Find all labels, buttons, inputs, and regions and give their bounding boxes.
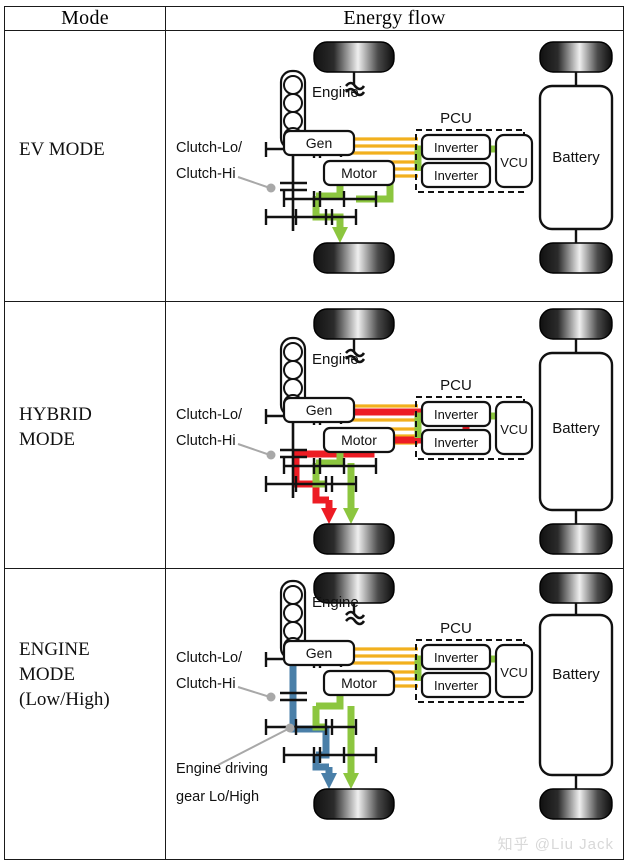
battery-box xyxy=(538,613,614,777)
pcu-label: PCU xyxy=(440,377,472,394)
mode-label-engine: ENGINE MODE (Low/High) xyxy=(19,639,110,710)
clutch-leader-dot xyxy=(266,450,276,460)
column-header-energy-flow: Energy flow xyxy=(165,6,624,31)
battery-box xyxy=(538,84,614,231)
motor-box xyxy=(322,669,396,697)
vcu-box xyxy=(494,643,534,699)
diagram-ev: Engine xyxy=(166,31,624,301)
column-header-mode: Mode xyxy=(4,6,166,31)
engine-label: Engine xyxy=(312,351,359,368)
clutch-leader-dot xyxy=(266,183,276,193)
mode-label-hybrid: HYBRID MODE xyxy=(19,404,92,450)
inverter-1-label: Inverter xyxy=(434,650,479,665)
gear-leader-dot xyxy=(285,723,295,733)
diagram-engine: Engine xyxy=(166,569,624,859)
vcu-box xyxy=(494,400,534,456)
vcu-label: VCU xyxy=(500,422,527,437)
motor-label: Motor xyxy=(341,432,377,448)
clutch-label-hybrid: Clutch-Lo/ Clutch-Hi xyxy=(176,407,243,449)
ev-diagram-svg: Engine xyxy=(237,41,614,274)
generator-label: Gen xyxy=(306,135,332,151)
inverter-1-box xyxy=(420,643,492,671)
battery-label: Battery xyxy=(552,420,600,437)
tire-front-left xyxy=(313,308,395,364)
clutch-label-engine: Clutch-Lo/ Clutch-Hi xyxy=(176,650,243,692)
pcu-label: PCU xyxy=(440,110,472,127)
tire-front-right xyxy=(539,572,613,604)
mode-cell-ev: EV MODE xyxy=(4,30,166,302)
vcu-box xyxy=(494,133,534,189)
mode-cell-engine: ENGINE MODE (Low/High) xyxy=(4,568,166,860)
engine-label: Engine xyxy=(312,594,359,611)
clutch-leader-dot xyxy=(266,692,276,702)
pcu-boundary xyxy=(415,639,525,703)
energy-flow-cell-engine: Engine xyxy=(165,568,624,860)
hybrid-diagram-svg: Engine xyxy=(237,308,614,555)
table-row: EV MODE xyxy=(4,30,624,302)
inverter-2-box xyxy=(420,671,492,699)
inverter-1-label: Inverter xyxy=(434,407,479,422)
inverter-2-label: Inverter xyxy=(434,435,479,450)
motor-label: Motor xyxy=(341,165,377,181)
generator-box xyxy=(282,639,356,667)
table-row: HYBRID MODE xyxy=(4,301,624,569)
tire-rear-left xyxy=(313,788,395,820)
inverter-2-box xyxy=(420,428,492,456)
tire-rear-right xyxy=(539,242,613,274)
battery-label: Battery xyxy=(552,149,600,166)
tire-front-right xyxy=(539,308,613,340)
mode-label-ev: EV MODE xyxy=(19,139,105,160)
motor-box xyxy=(322,159,396,187)
motor-box xyxy=(322,426,396,454)
diagram-hybrid: Engine xyxy=(166,302,624,568)
pcu-boundary xyxy=(415,396,525,460)
inverter-1-label: Inverter xyxy=(434,140,479,155)
battery-label: Battery xyxy=(552,666,600,683)
engine-diagram-svg: Engine xyxy=(217,572,614,820)
engine-label: Engine xyxy=(312,84,359,101)
tire-front-left xyxy=(313,572,395,626)
mode-cell-hybrid: HYBRID MODE xyxy=(4,301,166,569)
energy-flow-cell-hybrid: Engine xyxy=(165,301,624,569)
table-header-row: Mode Energy flow xyxy=(4,6,624,31)
tire-rear-right xyxy=(539,523,613,555)
pcu-boundary xyxy=(415,129,525,193)
tire-rear-left xyxy=(313,523,395,555)
vcu-label: VCU xyxy=(500,155,527,170)
generator-label: Gen xyxy=(306,645,332,661)
inverter-1-box xyxy=(420,133,492,161)
inverter-1-box xyxy=(420,400,492,428)
table-row: ENGINE MODE (Low/High) xyxy=(4,568,624,860)
pcu-label: PCU xyxy=(440,620,472,637)
generator-box xyxy=(282,129,356,157)
clutch-leader-line xyxy=(237,443,271,456)
clutch-leader-line xyxy=(237,686,271,698)
watermark: 知乎 @Liu Jack xyxy=(497,836,614,853)
generator-box xyxy=(282,396,356,424)
clutch-leader-line xyxy=(237,176,271,189)
tire-rear-right xyxy=(539,788,613,820)
inverter-2-box xyxy=(420,161,492,189)
vcu-label: VCU xyxy=(500,665,527,680)
tire-front-left xyxy=(313,41,395,97)
engine-driving-gear-label: Engine driving gear Lo/High xyxy=(176,761,268,805)
tire-rear-left xyxy=(313,242,395,274)
tire-front-right xyxy=(539,41,613,73)
inverter-2-label: Inverter xyxy=(434,168,479,183)
energy-flow-cell-ev: Engine xyxy=(165,30,624,302)
modes-table: Mode Energy flow EV MODE xyxy=(4,6,624,860)
battery-box xyxy=(538,351,614,512)
gear-leader-line xyxy=(217,728,289,766)
inverter-2-label: Inverter xyxy=(434,678,479,693)
clutch-label-ev: Clutch-Lo/ Clutch-Hi xyxy=(176,140,243,182)
generator-label: Gen xyxy=(306,402,332,418)
motor-label: Motor xyxy=(341,675,377,691)
